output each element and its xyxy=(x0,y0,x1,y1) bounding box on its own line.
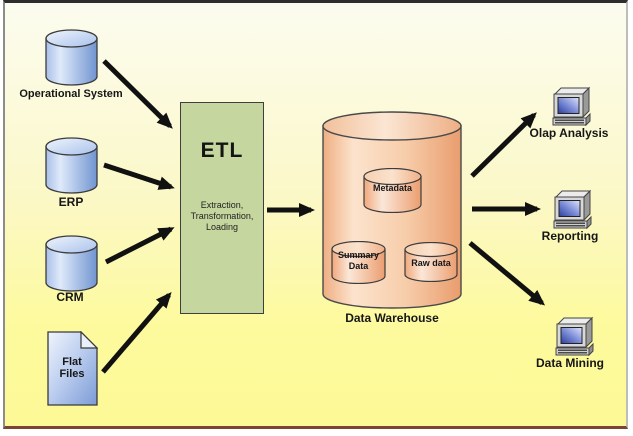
arrow-warehouse-to-olap xyxy=(470,112,537,178)
metadata-cylinder-icon xyxy=(363,168,422,213)
raw-data-label: Raw data xyxy=(411,258,451,268)
arrow-erp-to-etl xyxy=(103,162,175,190)
metadata-label: Metadata xyxy=(372,183,412,193)
erp-label: ERP xyxy=(58,195,84,209)
reporting-label: Reporting xyxy=(541,229,599,243)
arrow-flat-files-to-etl xyxy=(101,291,172,374)
olap-analysis-label: Olap Analysis xyxy=(529,126,609,140)
flat-files-document-icon xyxy=(47,331,98,406)
etl-step-loading: Loading xyxy=(205,222,239,232)
crm-database-icon xyxy=(45,235,98,292)
arrow-warehouse-to-data-mining xyxy=(468,241,546,306)
etl-title: ETL xyxy=(200,139,244,162)
data-mining-computer-icon xyxy=(555,316,594,357)
arrow-crm-to-etl xyxy=(104,226,175,265)
etl-step-extraction: Extraction, xyxy=(200,200,244,210)
etl-box: ETL Extraction, Transformation, Loading xyxy=(180,102,264,314)
olap-analysis-computer-icon xyxy=(552,86,591,127)
data-mining-label: Data Mining xyxy=(536,356,604,370)
arrow-operational-system-to-etl xyxy=(102,59,173,129)
data-warehouse-label: Data Warehouse xyxy=(345,311,439,325)
diagram-background xyxy=(3,0,628,429)
reporting-computer-icon xyxy=(553,189,592,230)
summary-data-label: Summary Data xyxy=(337,250,380,271)
summary-data-cylinder-icon xyxy=(331,241,386,284)
flat-files-label: Flat Files xyxy=(59,356,85,381)
crm-label: CRM xyxy=(56,290,84,304)
operational-system-database-icon xyxy=(45,29,98,86)
raw-data-cylinder-icon xyxy=(404,242,458,282)
operational-system-label: Operational System xyxy=(19,88,123,100)
erp-database-icon xyxy=(45,137,98,194)
etl-step-transformation: Transformation, xyxy=(190,211,254,221)
etl-steps: Extraction, Transformation, Loading xyxy=(181,200,263,233)
